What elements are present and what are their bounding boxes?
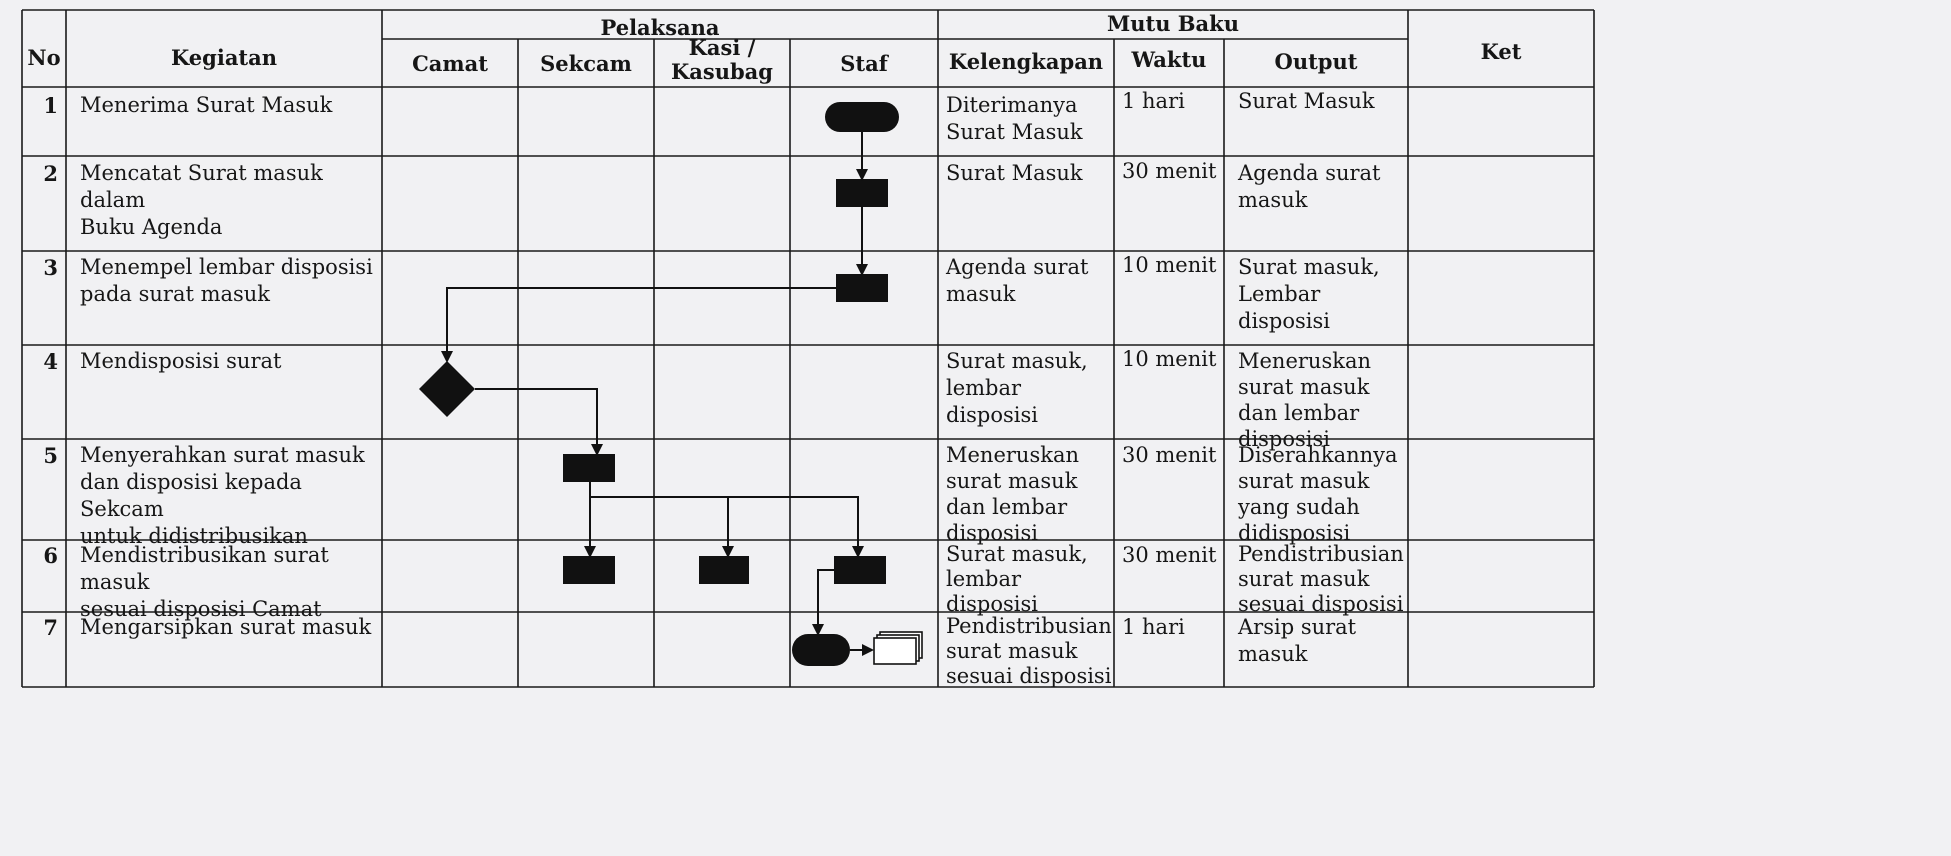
row-1-output: Surat Masuk — [1238, 89, 1375, 113]
flow-node-n6b — [699, 556, 749, 584]
flow-edge-n5-n6c — [728, 496, 864, 558]
header-camat: Camat — [412, 51, 488, 76]
row-5-output: Diserahkannya surat masuk yang sudah did… — [1238, 443, 1398, 545]
row-2-kelengkapan: Surat Masuk — [946, 161, 1083, 185]
row-5-waktu: 30 menit — [1122, 443, 1217, 467]
header-output: Output — [1274, 49, 1358, 74]
row-4-kegiatan: Mendisposisi surat — [80, 349, 282, 373]
row-5-kegiatan: Menyerahkan surat masuk dan disposisi ke… — [80, 443, 365, 548]
flow-node-n3 — [836, 274, 888, 302]
flow-edge-n4-n5 — [475, 388, 603, 456]
row-7-no: 7 — [43, 615, 58, 640]
row-1-kegiatan: Menerima Surat Masuk — [80, 93, 333, 117]
row-3-output: Surat masuk, Lembar disposisi — [1238, 255, 1380, 333]
header-no: No — [27, 45, 61, 70]
header-ket: Ket — [1480, 39, 1522, 64]
flow-edge-n3-n4 — [441, 287, 836, 363]
row-4-waktu: 10 menit — [1122, 347, 1217, 371]
row-6-no: 6 — [43, 543, 58, 568]
row-4-kelengkapan: Surat masuk, lembar disposisi — [946, 349, 1088, 427]
row-3-no: 3 — [43, 255, 58, 280]
flow-node-n7doc — [873, 631, 923, 665]
header-kegiatan: Kegiatan — [171, 45, 277, 70]
row-4-no: 4 — [43, 349, 58, 374]
flow-node-n4 — [419, 361, 475, 417]
flow-node-n6c — [834, 556, 886, 584]
header-kasi-kasubag: Kasi / Kasubag — [671, 35, 773, 84]
row-6-kegiatan: Mendistribusikan surat masuk sesuai disp… — [80, 543, 329, 621]
header-staf: Staf — [840, 51, 888, 76]
header-pelaksana: Pelaksana — [600, 15, 720, 40]
row-6-waktu: 30 menit — [1122, 543, 1217, 567]
header-waktu: Waktu — [1131, 47, 1207, 72]
row-7-kelengkapan: Pendistribusian surat masuk sesuai dispo… — [946, 614, 1112, 688]
flow-node-n5 — [563, 454, 615, 482]
flow-edge-n6c-n7 — [812, 569, 834, 636]
row-6-output: Pendistribusian surat masuk sesuai dispo… — [1238, 542, 1404, 616]
row-5-no: 5 — [43, 443, 58, 468]
header-kelengkapan: Kelengkapan — [948, 49, 1104, 74]
header-mutu-baku: Mutu Baku — [1107, 11, 1239, 36]
row-4-output: Meneruskan surat masuk dan lembar dispos… — [1238, 349, 1371, 451]
row-6-kelengkapan: Surat masuk, lembar disposisi — [946, 542, 1088, 616]
row-2-output: Agenda surat masuk — [1238, 161, 1381, 212]
header-sekcam: Sekcam — [540, 51, 632, 76]
flow-edge-n5-n6b — [590, 496, 734, 558]
row-3-kegiatan: Menempel lembar disposisi pada surat mas… — [80, 255, 373, 306]
row-2-no: 2 — [43, 161, 58, 186]
row-7-output: Arsip surat masuk — [1238, 615, 1357, 666]
row-1-waktu: 1 hari — [1122, 89, 1185, 113]
row-7-kegiatan: Mengarsipkan surat masuk — [80, 615, 372, 639]
row-1-no: 1 — [43, 93, 58, 118]
flow-node-n6a — [563, 556, 615, 584]
row-2-waktu: 30 menit — [1122, 159, 1217, 183]
row-5-kelengkapan: Meneruskan surat masuk dan lembar dispos… — [946, 443, 1079, 545]
flow-node-n1 — [825, 102, 899, 132]
row-3-kelengkapan: Agenda surat masuk — [946, 255, 1089, 306]
flow-node-n2 — [836, 179, 888, 207]
row-1-kelengkapan: Diterimanya Surat Masuk — [946, 93, 1083, 144]
flow-node-n7 — [792, 634, 850, 666]
row-3-waktu: 10 menit — [1122, 253, 1217, 277]
row-7-waktu: 1 hari — [1122, 615, 1185, 639]
row-2-kegiatan: Mencatat Surat masuk dalam Buku Agenda — [80, 161, 323, 239]
